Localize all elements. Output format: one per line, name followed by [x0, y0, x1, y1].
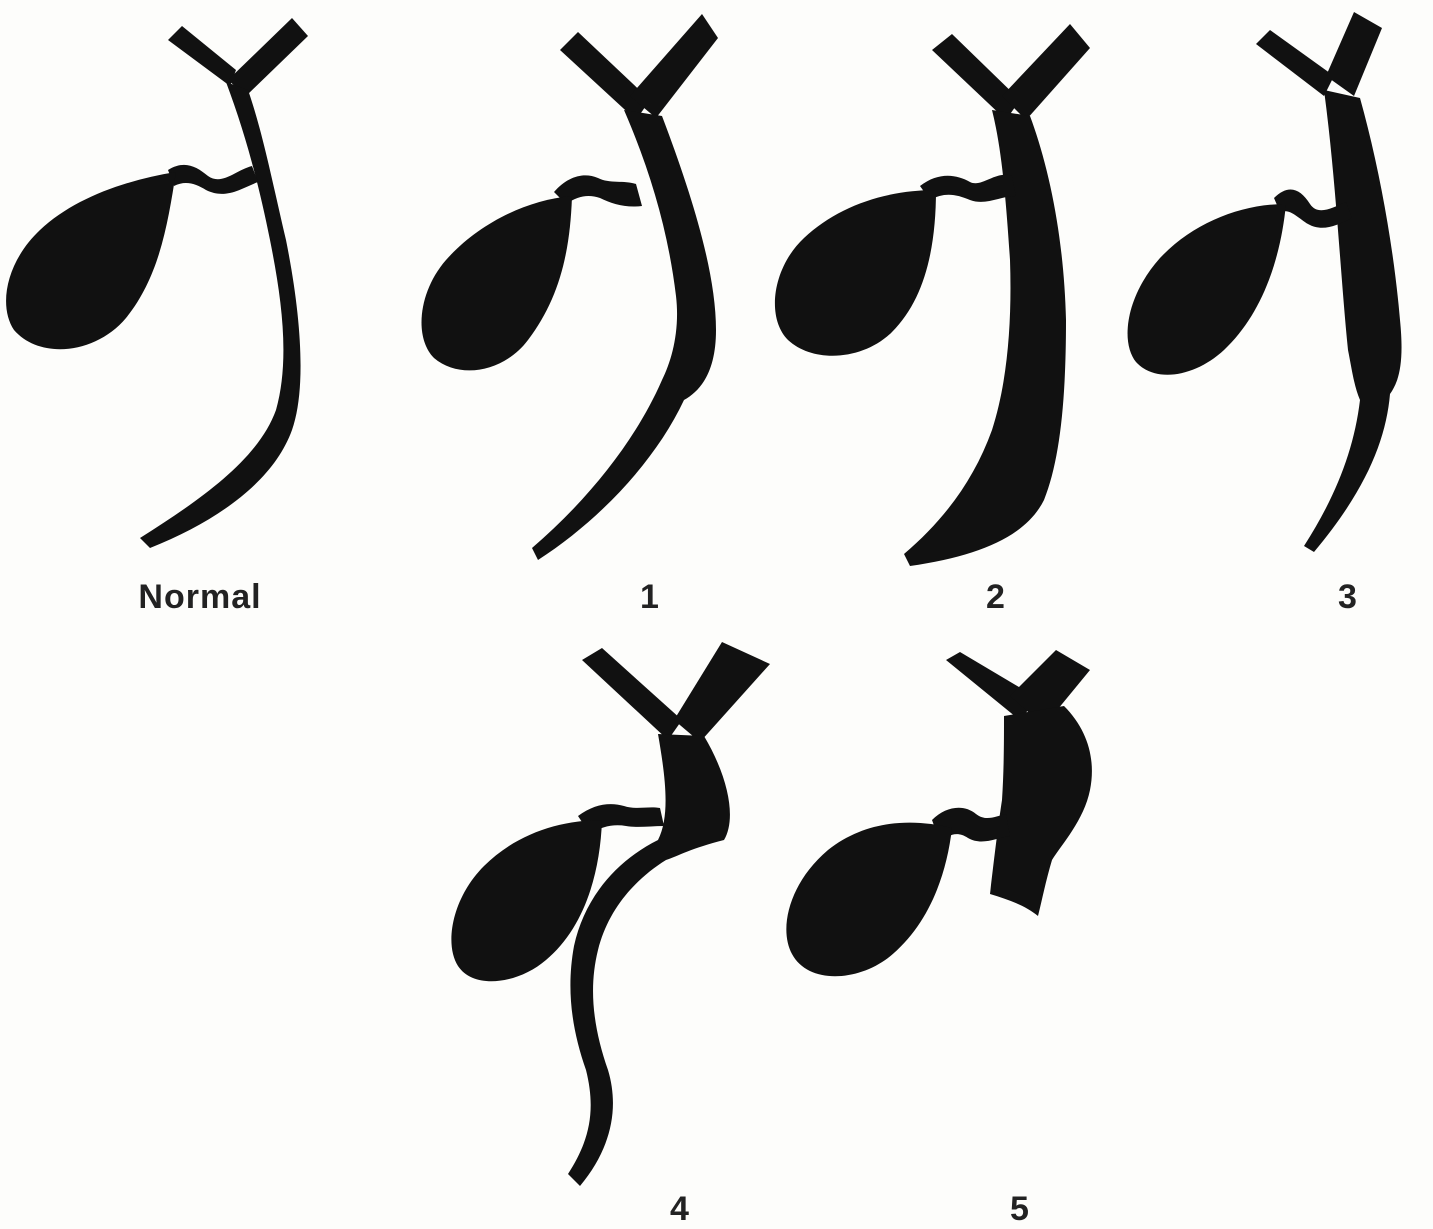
panel-3-drawing: [1100, 0, 1433, 620]
panel-1: 1: [400, 0, 740, 620]
panel-4: 4: [430, 630, 790, 1228]
gallbladder: [1128, 204, 1286, 375]
gallbladder: [422, 196, 573, 370]
panel-1-drawing: [400, 0, 740, 620]
right-hepatic-duct: [674, 642, 770, 742]
left-hepatic-duct: [560, 32, 650, 120]
right-hepatic-duct: [1002, 24, 1090, 120]
common-bile-duct: [568, 734, 730, 1186]
gallbladder: [775, 190, 936, 356]
right-hepatic-duct: [228, 18, 308, 96]
label-4: 4: [630, 1190, 730, 1229]
label-5: 5: [970, 1190, 1070, 1229]
gallbladder: [786, 823, 952, 977]
common-bile-duct: [990, 706, 1092, 916]
left-hepatic-duct: [582, 648, 682, 740]
common-bile-duct: [904, 110, 1066, 566]
common-bile-duct: [140, 82, 301, 548]
panel-4-drawing: [430, 630, 790, 1228]
label-1: 1: [600, 578, 700, 617]
left-hepatic-duct: [1256, 30, 1334, 96]
label-3: 3: [1298, 578, 1398, 617]
panel-normal: Normal: [0, 0, 340, 620]
common-bile-duct: [1304, 90, 1402, 552]
panel-2: 2: [760, 0, 1100, 620]
panel-2-drawing: [760, 0, 1100, 620]
right-hepatic-duct: [1326, 12, 1382, 96]
left-hepatic-duct: [168, 26, 236, 86]
gallbladder: [6, 172, 176, 349]
panel-5: 5: [770, 630, 1110, 1228]
cystic-duct: [168, 165, 258, 194]
common-bile-duct: [532, 110, 716, 560]
normal-drawing: [0, 0, 340, 620]
left-hepatic-duct: [932, 34, 1020, 120]
right-hepatic-duct: [630, 14, 718, 118]
label-2: 2: [946, 578, 1046, 617]
panel-3: 3: [1100, 0, 1433, 620]
label-normal: Normal: [110, 578, 290, 617]
panel-5-drawing: [770, 630, 1110, 1228]
